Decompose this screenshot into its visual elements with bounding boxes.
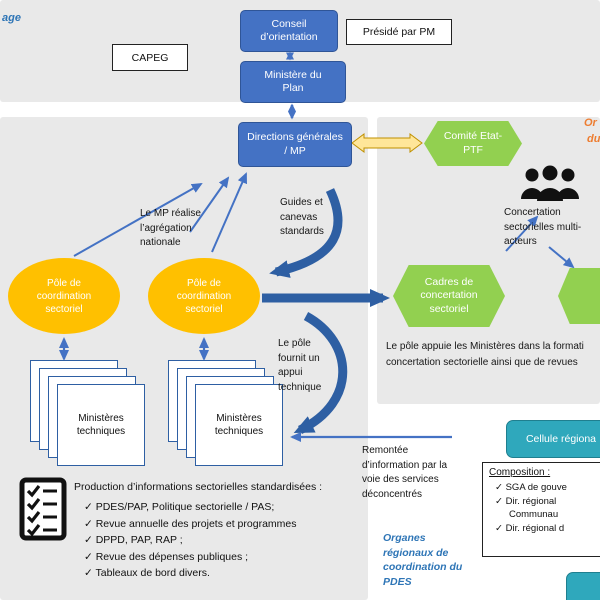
pole-coordination-1-label: Pôle de coordination sectoriel — [36, 277, 92, 315]
composition-item: ✓ Dir. régional — [495, 495, 557, 507]
partial-teal-box-corner — [566, 572, 600, 600]
composition-title: Composition : — [489, 467, 551, 478]
preside-pm-box: Présidé par PM — [346, 19, 452, 45]
production-item: ✓ PDES/PAP, Politique sectorielle / PAS; — [84, 501, 275, 513]
pole-appuie-note-line2: concertation sectorielle ainsi que de re… — [386, 357, 578, 368]
production-item: ✓ Revue annuelle des projets et programm… — [84, 517, 297, 530]
capeg-label: CAPEG — [131, 51, 169, 64]
production-item: ✓ DPPD, PAP, RAP ; — [84, 534, 183, 546]
stack-front-sheet: Ministères techniques — [57, 384, 145, 466]
composition-item: ✓ SGA de gouve — [495, 482, 567, 493]
pole-fournit-note: Le pôle fournit un appui technique — [278, 338, 322, 393]
capeg-box: CAPEG — [112, 44, 188, 71]
mp-realise-note: Le MP réalise l’agrégation nationale — [140, 208, 201, 248]
ministeres-techniques-2-label: Ministères techniques — [214, 413, 264, 437]
organes-concertation-fragment-1: Or — [584, 117, 597, 129]
production-list: ✓ PDES/PAP, Politique sectorielle / PAS;… — [84, 499, 376, 582]
pole-coordination-2-label: Pôle de coordination sectoriel — [176, 277, 232, 315]
composition-item: Communau — [509, 509, 559, 520]
pilotage-label-fragment: age — [2, 12, 21, 24]
remontee-note: Remontée d’information par la voie des s… — [362, 445, 448, 500]
guides-canevas-note: Guides et canevas standards — [280, 197, 324, 237]
pole-appuie-note-line1: Le pôle appuie les Ministères dans la fo… — [386, 341, 584, 352]
cadres-concertation-label: Cadres de concertation sectoriel — [420, 276, 478, 315]
production-item: ✓ Tableaux de bord divers. — [84, 567, 210, 579]
comite-etat-ptf-label: Comité Etat-PTF — [443, 130, 503, 156]
cellule-regionale-label: Cellule régiona — [525, 433, 597, 445]
composition-box: Composition : ✓ SGA de gouve ✓ Dir. régi… — [482, 462, 600, 557]
organes-regionaux-note: Organes régionaux de coordination du PDE… — [383, 532, 463, 589]
ministere-plan-label: Ministère du Plan — [264, 68, 322, 94]
checklist-icon — [19, 477, 67, 541]
production-item: ✓ Revue des dépenses publiques ; — [84, 550, 249, 563]
conseil-orientation-label: Conseil d’orientation — [260, 17, 318, 43]
people-icon — [521, 165, 579, 201]
conseil-orientation-box: Conseil d’orientation — [240, 10, 338, 52]
stack-front-sheet: Ministères techniques — [195, 384, 283, 466]
cadres-concertation-hexagon: Cadres de concertation sectoriel — [393, 265, 505, 327]
organes-concertation-fragment-2: du — [587, 133, 600, 145]
pole-coordination-1: Pôle de coordination sectoriel — [8, 258, 120, 334]
pole-coordination-2: Pôle de coordination sectoriel — [148, 258, 260, 334]
composition-item: ✓ Dir. régional d — [495, 522, 565, 534]
cellule-regionale-box: Cellule régiona — [506, 420, 600, 458]
production-title: Production d’informations sectorielles s… — [74, 481, 323, 493]
concertation-note: Concertation sectorielles multi-acteurs — [504, 207, 582, 247]
ministeres-stack-2: Ministères techniques — [168, 360, 313, 466]
directions-generales-box: Directions générales / MP — [238, 122, 352, 167]
ministeres-techniques-1-label: Ministères techniques — [76, 413, 126, 437]
preside-pm-label: Présidé par PM — [362, 26, 436, 38]
comite-etat-ptf-hexagon: Comité Etat-PTF — [424, 121, 522, 166]
directions-generales-label: Directions générales / MP — [247, 131, 343, 157]
ministere-plan-box: Ministère du Plan — [240, 61, 346, 103]
ministeres-stack-1: Ministères techniques — [30, 360, 175, 466]
